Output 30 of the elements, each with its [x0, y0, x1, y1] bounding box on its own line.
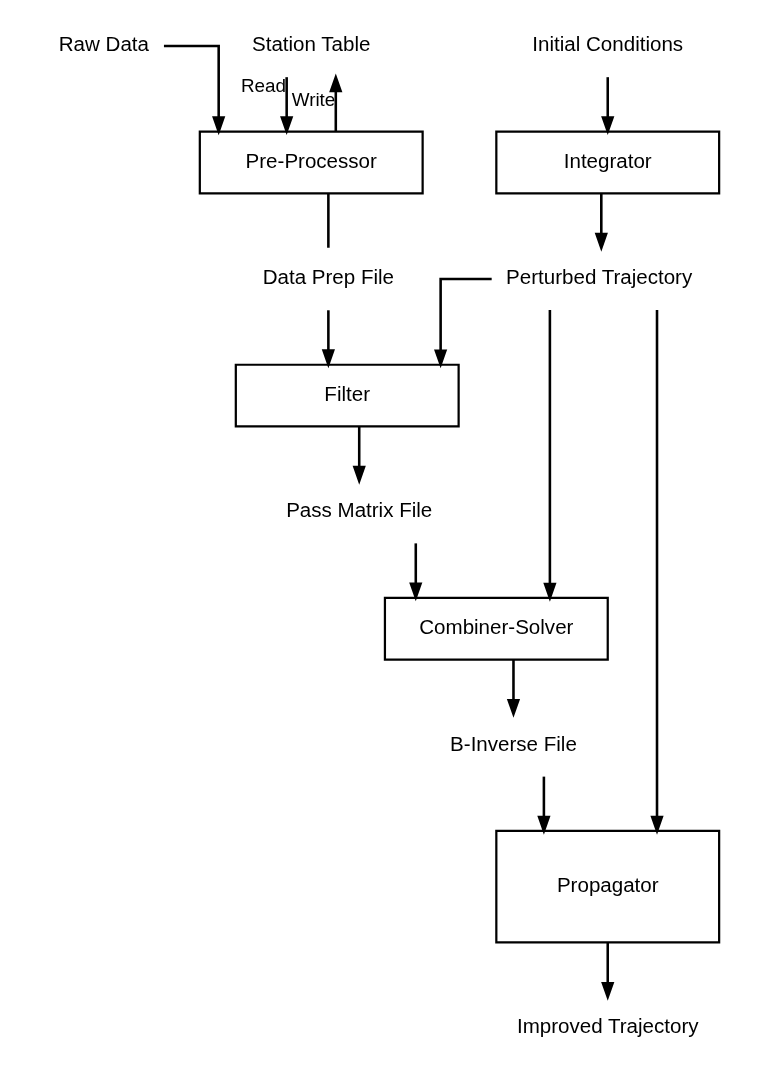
node-box: Combiner-Solver	[383, 596, 609, 661]
connector	[326, 193, 330, 248]
arrow	[321, 310, 335, 369]
node-text: B-Inverse File	[449, 731, 577, 755]
arrow	[433, 277, 492, 369]
node-text: Perturbed Trajectory	[505, 265, 692, 289]
node-box: Filter	[234, 363, 460, 428]
arrow	[506, 659, 520, 718]
node-text: Initial Conditions	[531, 32, 683, 56]
node-text: Station Table	[251, 32, 370, 56]
node-text: Pass Matrix File	[285, 498, 432, 522]
arrow	[408, 543, 422, 602]
node-box: Pre-Processor	[198, 130, 424, 195]
arrow	[536, 776, 550, 835]
arrow	[163, 44, 225, 136]
arrow	[352, 426, 366, 485]
arrow	[328, 73, 342, 132]
node-text: Data Prep File	[262, 265, 394, 289]
arrow	[594, 193, 608, 252]
node-text: Raw Data	[58, 32, 149, 56]
edge-label: Read	[240, 74, 286, 96]
node-box: Integrator	[494, 130, 720, 195]
arrow	[649, 310, 664, 835]
arrow	[600, 77, 614, 136]
arrow	[542, 310, 556, 602]
edge-label: Write	[291, 88, 335, 110]
node-box: Propagator	[494, 829, 720, 944]
arrow	[600, 942, 614, 1001]
node-text: Improved Trajectory	[516, 1014, 699, 1038]
arrow	[279, 77, 293, 136]
